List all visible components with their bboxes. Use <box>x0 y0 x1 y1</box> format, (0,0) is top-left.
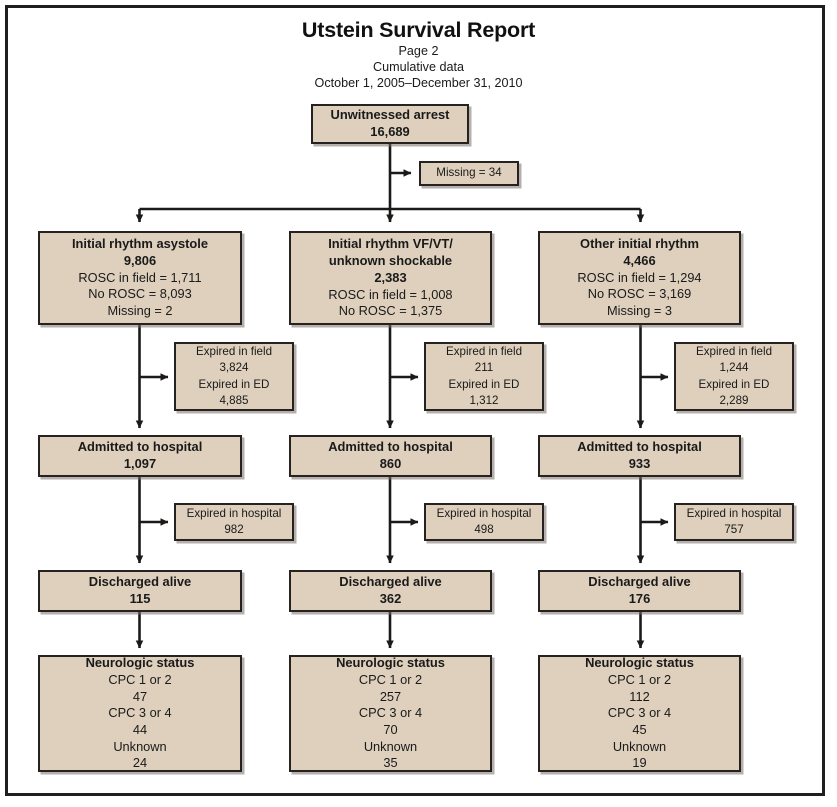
neuro-cpc12-label: CPC 1 or 2 <box>108 672 172 688</box>
discharged-title: Discharged alive <box>588 574 691 590</box>
discharged-value: 176 <box>628 591 651 606</box>
rhythm-value: 4,466 <box>623 253 656 269</box>
rhythm-value: 9,806 <box>123 253 157 269</box>
rhythm-title-line-1: Other initial rhythm <box>580 236 699 252</box>
discharged-title: Discharged alive <box>88 574 192 590</box>
neuro-unknown-label: Unknown <box>363 738 418 754</box>
expired-field-value: 211 <box>474 361 494 375</box>
rhythm-detail-no-rosc: No ROSC = 1,375 <box>338 303 443 319</box>
neuro-title: Neurologic status <box>585 655 694 671</box>
node-admitted-3[interactable]: Admitted to hospital 933 <box>538 435 741 477</box>
admitted-value: 860 <box>379 456 402 471</box>
neuro-unknown-label: Unknown <box>612 738 667 754</box>
expired-field-value: 3,824 <box>219 361 249 375</box>
neuro-cpc12-label: CPC 1 or 2 <box>358 672 423 688</box>
node-unwitnessed-arrest[interactable]: Unwitnessed arrest 16,689 <box>311 104 469 144</box>
neuro-unknown-value: 19 <box>632 755 647 771</box>
subtitle-daterange: October 1, 2005–December 31, 2010 <box>314 75 523 90</box>
neuro-cpc34-value: 44 <box>132 721 148 737</box>
neuro-cpc34-label: CPC 3 or 4 <box>607 705 672 721</box>
admitted-title: Admitted to hospital <box>577 439 702 455</box>
node-expired-prehospital-3[interactable]: Expired in field 1,244 Expired in ED 2,2… <box>674 342 794 411</box>
rhythm-detail-no-rosc: No ROSC = 3,169 <box>587 286 692 302</box>
node-admitted-2[interactable]: Admitted to hospital 860 <box>289 435 492 477</box>
node-expired-hospital-2[interactable]: Expired in hospital 498 <box>424 503 544 541</box>
title-block: Utstein Survival Report Page 2 Cumulativ… <box>0 17 837 92</box>
rhythm-detail-rosc-field: ROSC in field = 1,294 <box>577 269 702 285</box>
rhythm-detail-no-rosc: No ROSC = 8,093 <box>88 286 192 302</box>
discharged-value: 362 <box>379 591 402 606</box>
node-rhythm-other[interactable]: Other initial rhythm 4,466 ROSC in field… <box>538 231 741 325</box>
node-discharged-1[interactable]: Discharged alive 115 <box>38 570 242 612</box>
expired-hospital-value: 757 <box>724 523 744 536</box>
rhythm-title-line-1: Initial rhythm asystole <box>71 236 209 252</box>
neuro-title: Neurologic status <box>85 655 195 671</box>
neuro-cpc12-value: 47 <box>132 688 148 704</box>
node-rhythm-vfvt[interactable]: Initial rhythm VF/VT/ unknown shockable … <box>289 231 492 325</box>
admitted-value: 933 <box>628 456 651 471</box>
node-expired-hospital-3[interactable]: Expired in hospital 757 <box>674 503 794 541</box>
expired-field-label: Expired in field <box>695 345 773 359</box>
rhythm-detail-rosc-field: ROSC in field = 1,008 <box>328 286 453 302</box>
expired-ed-value: 2,289 <box>719 393 749 407</box>
node-root-missing[interactable]: Missing = 34 <box>419 161 519 186</box>
node-expired-prehospital-2[interactable]: Expired in field 211 Expired in ED 1,312 <box>424 342 544 411</box>
rhythm-detail-missing: Missing = 3 <box>606 303 673 319</box>
node-expired-prehospital-1[interactable]: Expired in field 3,824 Expired in ED 4,8… <box>174 342 294 411</box>
expired-hospital-label: Expired in hospital <box>436 506 532 520</box>
expired-field-label: Expired in field <box>445 345 523 359</box>
page-title: Utstein Survival Report <box>301 18 536 42</box>
root-title: Unwitnessed arrest <box>330 107 450 123</box>
admitted-title: Admitted to hospital <box>328 439 453 455</box>
discharged-title: Discharged alive <box>339 574 442 590</box>
root-value: 16,689 <box>370 124 410 139</box>
neuro-cpc34-value: 45 <box>632 721 647 737</box>
node-neuro-1[interactable]: Neurologic status CPC 1 or 2 47 CPC 3 or… <box>38 655 242 772</box>
admitted-title: Admitted to hospital <box>77 439 203 455</box>
rhythm-detail-missing: Missing = 2 <box>107 303 173 319</box>
rhythm-value: 2,383 <box>374 269 407 285</box>
neuro-cpc12-value: 257 <box>379 688 402 704</box>
discharged-value: 115 <box>129 591 151 606</box>
neuro-unknown-label: Unknown <box>113 738 167 754</box>
node-neuro-2[interactable]: Neurologic status CPC 1 or 2 257 CPC 3 o… <box>289 655 492 772</box>
expired-field-label: Expired in field <box>195 345 273 359</box>
rhythm-title-line-2: unknown shockable <box>328 252 453 268</box>
expired-ed-label: Expired in ED <box>448 377 520 391</box>
subtitle-page: Page 2 <box>398 43 439 58</box>
neuro-title: Neurologic status <box>336 655 445 671</box>
subtitle-datatype: Cumulative data <box>372 59 464 74</box>
expired-hospital-label: Expired in hospital <box>186 506 282 520</box>
admitted-value: 1,097 <box>123 456 157 471</box>
neuro-cpc34-label: CPC 3 or 4 <box>108 705 172 721</box>
neuro-cpc34-label: CPC 3 or 4 <box>358 705 423 721</box>
expired-hospital-label: Expired in hospital <box>686 506 782 520</box>
neuro-cpc34-value: 70 <box>383 721 398 737</box>
neuro-cpc12-label: CPC 1 or 2 <box>607 672 672 688</box>
expired-ed-value: 1,312 <box>469 393 499 407</box>
rhythm-detail-rosc-field: ROSC in field = 1,711 <box>78 269 202 285</box>
expired-hospital-value: 982 <box>224 523 244 536</box>
node-rhythm-asystole[interactable]: Initial rhythm asystole 9,806 ROSC in fi… <box>38 231 242 325</box>
expired-hospital-value: 498 <box>474 523 494 536</box>
expired-field-value: 1,244 <box>719 361 749 375</box>
node-admitted-1[interactable]: Admitted to hospital 1,097 <box>38 435 242 477</box>
expired-ed-label: Expired in ED <box>198 377 270 391</box>
node-expired-hospital-1[interactable]: Expired in hospital 982 <box>174 503 294 541</box>
node-discharged-3[interactable]: Discharged alive 176 <box>538 570 741 612</box>
node-neuro-3[interactable]: Neurologic status CPC 1 or 2 112 CPC 3 o… <box>538 655 741 772</box>
neuro-cpc12-value: 112 <box>629 688 650 704</box>
node-discharged-2[interactable]: Discharged alive 362 <box>289 570 492 612</box>
rhythm-title-line-1: Initial rhythm VF/VT/ <box>328 236 453 252</box>
root-missing-label: Missing = 34 <box>436 166 502 180</box>
neuro-unknown-value: 24 <box>132 755 148 771</box>
expired-ed-value: 4,885 <box>219 393 249 407</box>
neuro-unknown-value: 35 <box>383 755 398 771</box>
expired-ed-label: Expired in ED <box>698 377 770 391</box>
